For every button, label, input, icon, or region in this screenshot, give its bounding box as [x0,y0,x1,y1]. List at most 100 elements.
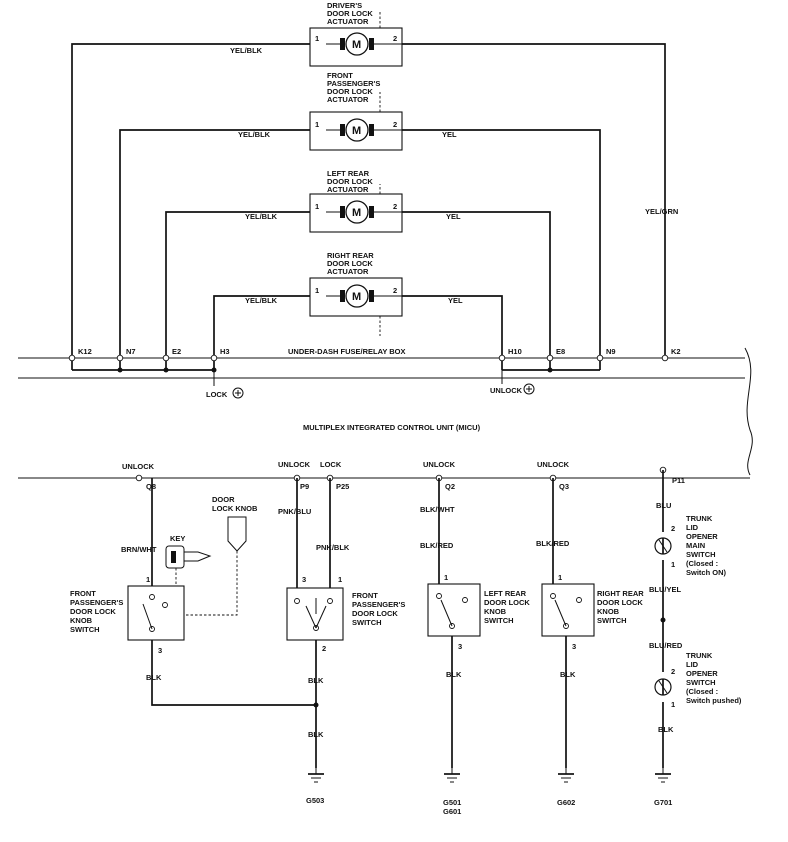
wire-label: BLK [308,730,324,739]
left-rear-actuator: LEFT REAR DOOR LOCK ACTUATOR M 1 2 [309,169,403,233]
connector-label: H10 [508,347,522,356]
motor-icon [345,284,369,308]
connector-label: E2 [172,347,181,356]
motor-bracket-icon [340,38,345,50]
switch-title-line: Switch ON) [686,568,727,577]
switch-title-line: SWITCH [597,616,627,625]
actuator-title-line: ACTUATOR [327,267,369,276]
fp-knob-switch: BRN/WHT BLK 1 3 FRONT PASSENGER'S DOOR L… [70,478,316,706]
switch-title-line: KNOB [597,607,620,616]
pin-label: 3 [158,646,162,655]
pin-label: 1 [315,286,319,295]
switch-title-line: LEFT REAR [484,589,527,598]
switch-title-line: LID [686,660,699,669]
door-lock-knob-icon [227,516,247,552]
motor-bracket-icon [340,290,345,302]
micu-unlock-label: UNLOCK [423,460,456,469]
yel-grn-wire-label: YEL/GRN [645,207,678,216]
pin-label: 2 [393,120,397,129]
ground-label: G501 [443,798,461,807]
switch-title-line: (Closed : [686,687,718,696]
switch-title-line: (Closed : [686,559,718,568]
switch-title-line: RIGHT REAR [597,589,644,598]
switch-title-line: DOOR LOCK [352,609,398,618]
ground-label: G503 [306,796,324,805]
lr-right-wire-label: YEL [446,212,461,221]
knob-label-line: DOOR [212,495,235,504]
wire-label: BRN/WHT [121,545,157,554]
switch-title-line: TRUNK [686,651,713,660]
pin-label: 2 [393,286,397,295]
wire-label: BLK/WHT [420,505,455,514]
pin-label: 1 [444,573,448,582]
connector-label: E8 [556,347,565,356]
micu-pin-label: Q3 [559,482,569,491]
actuator-title-line: DOOR LOCK [327,9,373,18]
switch-title-line: DOOR LOCK [70,607,116,616]
switch-title-line: SWITCH [352,618,382,627]
wire-label: PNK/BLK [316,543,350,552]
switch-title-line: KNOB [70,616,93,625]
driver-left-wire-label: YEL/BLK [230,46,263,55]
connector-label: H3 [220,347,230,356]
pin-label: 1 [671,560,675,569]
wire-label: BLK [446,670,462,679]
lock-label: LOCK [206,390,228,399]
motor-bracket-icon [369,290,374,302]
wire-label: BLK [146,673,162,682]
wire-label: PNK/BLU [278,507,311,516]
pin-label: 1 [315,34,319,43]
switch-title-line: OPENER [686,532,718,541]
actuator-title-line: DOOR LOCK [327,177,373,186]
lr-knob-switch: BLK/WHT BLK/RED BLK 1 3 LEFT REAR DOOR L… [420,478,530,768]
ground-g701: G701 [654,768,672,807]
pin-label: 3 [302,575,306,584]
fp-lock-switch: PNK/BLU PNK/BLK BLK BLK 3 1 2 FRONT PASS… [278,478,405,768]
rr-right-wire-label: YEL [448,296,463,305]
pin-label: 2 [671,524,675,533]
knob-label-line: LOCK KNOB [212,504,258,513]
pin-label: 1 [146,575,150,584]
motor-icon [345,200,369,224]
pin-label: 2 [393,202,397,211]
motor-bracket-icon [369,38,374,50]
actuator-title-line: RIGHT REAR [327,251,374,260]
motor-bracket-icon [340,206,345,218]
connector-label: N7 [126,347,136,356]
unlock-label: UNLOCK [490,386,523,395]
ground-g501-g601: G501 G601 [443,768,461,816]
switch-title-line: FRONT [352,591,378,600]
pin-label: 1 [315,202,319,211]
trunk-switches: BLU BLU/YEL BLU/RED BLK 2 1 TRUNK LID OP… [649,470,742,768]
key-label: KEY [170,534,185,543]
actuator-title-line: DOOR LOCK [327,87,373,96]
switch-title-line: LID [686,523,699,532]
switch-title-line: SWITCH [70,625,100,634]
ground-g602: G602 [557,768,575,807]
actuator-title-line: ACTUATOR [327,17,369,26]
pin-label: 1 [671,700,675,709]
motor-label: M [352,125,361,137]
switch-title-line: TRUNK [686,514,713,523]
motor-bracket-icon [340,124,345,136]
pin-label: 3 [458,642,462,651]
connector-label: N9 [606,347,616,356]
switch-title-line: SWITCH [686,550,716,559]
switch-title-line: PASSENGER'S [352,600,405,609]
actuator-title-line: DOOR LOCK [327,259,373,268]
switch-title-line: SWITCH [686,678,716,687]
motor-label: M [352,291,361,303]
pin-label: 2 [671,667,675,676]
motor-icon [345,32,369,56]
actuator-title-line: ACTUATOR [327,185,369,194]
switch-title-line: KNOB [484,607,507,616]
wire-label: BLU/YEL [649,585,682,594]
switch-title-line: SWITCH [484,616,514,625]
actuator-title-line: DRIVER'S [327,1,362,10]
micu-label: MULTIPLEX INTEGRATED CONTROL UNIT (MICU) [303,423,481,432]
micu-pin-label: Q8 [146,482,156,491]
wire-label: BLK/RED [420,541,454,550]
rr-left-wire-label: YEL/BLK [245,296,278,305]
actuator-title-line: ACTUATOR [327,95,369,104]
